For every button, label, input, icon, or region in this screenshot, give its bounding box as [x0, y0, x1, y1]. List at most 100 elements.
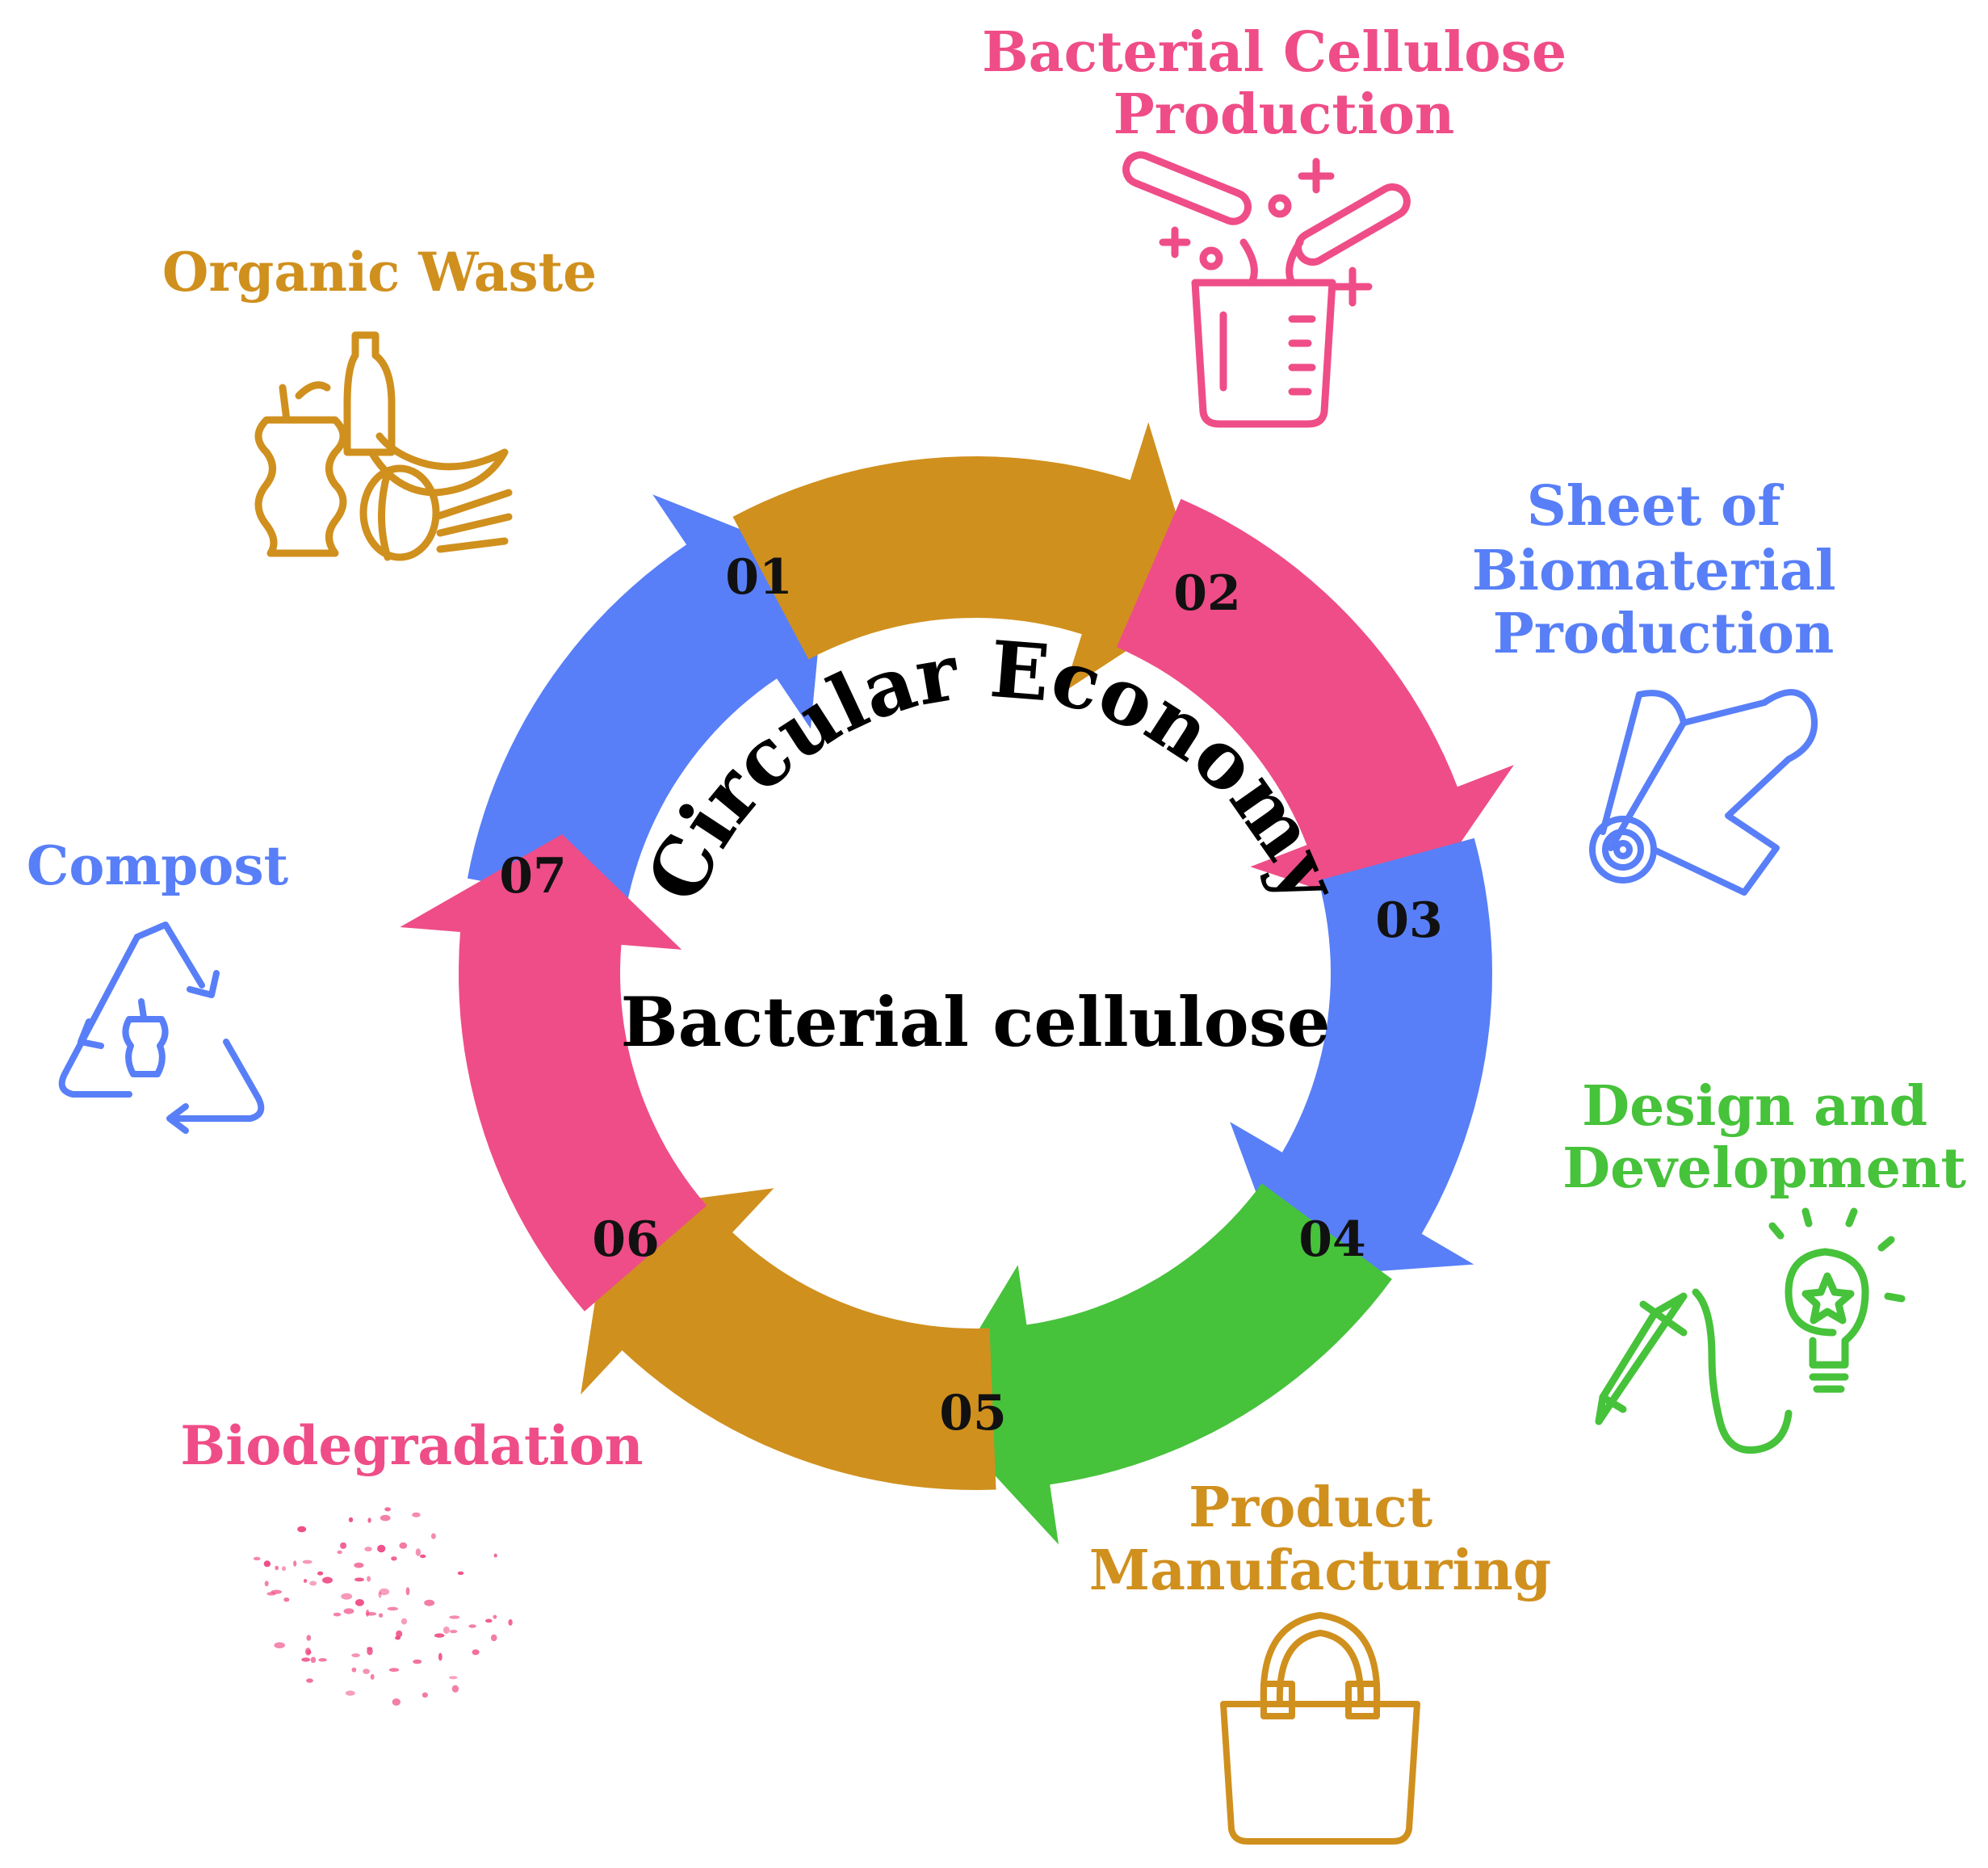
stage-number-05: 05 [939, 1385, 1007, 1442]
particle [405, 1587, 410, 1596]
particle [442, 1626, 450, 1634]
particle [281, 1566, 287, 1572]
particle [266, 1592, 276, 1596]
cycle-arrow-03 [1230, 837, 1492, 1278]
particle [419, 1554, 426, 1559]
particle [306, 1678, 313, 1683]
label-biodegradation: Biodegradation [180, 1414, 643, 1477]
particle [449, 1615, 460, 1619]
organic-waste-icon [254, 331, 513, 561]
particle [364, 1547, 372, 1552]
cycle-arrow-05 [581, 1188, 996, 1490]
particle [367, 1576, 371, 1582]
particle [318, 1658, 327, 1662]
particle [337, 1550, 342, 1555]
particle [451, 1685, 459, 1693]
cycle-arrow-04 [932, 1183, 1392, 1545]
particle [309, 1580, 317, 1586]
particle [378, 1591, 382, 1598]
stage-number-04: 04 [1298, 1211, 1366, 1268]
label-product-manufacturing: Product Manufacturing [1089, 1476, 1551, 1603]
center-subtitle: Bacterial cellulose [621, 982, 1331, 1062]
particle [399, 1542, 408, 1549]
particle [275, 1565, 279, 1571]
label-design-and-development: Design and Development [1562, 1074, 1966, 1201]
particle [422, 1692, 429, 1698]
particle [396, 1630, 403, 1638]
pencil-lightbulb-icon [1595, 1207, 1906, 1455]
particle [370, 1673, 375, 1680]
particle [343, 1608, 354, 1614]
particle [508, 1618, 513, 1626]
stage-number-02: 02 [1173, 565, 1241, 622]
particle [367, 1517, 371, 1523]
particle [310, 1656, 317, 1664]
particle [345, 1690, 355, 1696]
particle [354, 1562, 364, 1568]
particle [449, 1630, 458, 1634]
stage-number-06: 06 [592, 1211, 660, 1268]
particle [363, 1669, 370, 1674]
particle [388, 1668, 400, 1673]
particle [302, 1559, 312, 1564]
particle [415, 1548, 422, 1556]
particle [387, 1606, 399, 1611]
lab-beaker-icon [1122, 151, 1411, 428]
particle [317, 1571, 324, 1576]
particle [457, 1571, 464, 1576]
particle [305, 1648, 311, 1656]
particle [493, 1614, 497, 1619]
particle [377, 1544, 386, 1553]
particle [306, 1635, 312, 1641]
particle [297, 1526, 307, 1533]
particle [264, 1580, 269, 1587]
paper-roll-icon [1589, 689, 1818, 896]
particle [380, 1514, 391, 1522]
recycle-icon [58, 921, 265, 1134]
stage-number-07: 07 [499, 848, 567, 905]
particle [351, 1667, 357, 1673]
label-organic-waste: Organic Waste [162, 241, 597, 304]
stage-number-01: 01 [725, 549, 793, 606]
particle [438, 1652, 442, 1661]
particle [430, 1533, 436, 1539]
particle [333, 1612, 342, 1617]
particle [391, 1556, 397, 1561]
particle [413, 1659, 422, 1664]
particle [384, 1507, 391, 1512]
particle [434, 1633, 445, 1638]
cycle-arrow-06 [400, 834, 707, 1312]
particle [485, 1618, 493, 1623]
particle [490, 1634, 497, 1642]
particle [354, 1577, 364, 1582]
particle [274, 1642, 286, 1648]
particles-icon [253, 1507, 513, 1706]
particle [263, 1560, 271, 1568]
label-sheet-of-biomaterial-production: Sheet of Biomaterial Production [1472, 474, 1856, 666]
label-bacterial-cellulose-production: Bacterial Cellulose Production [982, 20, 1586, 147]
particle [253, 1556, 261, 1561]
label-compost: Compost [27, 834, 289, 897]
particle [392, 1698, 401, 1706]
handbag-icon [1220, 1612, 1420, 1845]
cycle-ring [400, 422, 1514, 1545]
particle [472, 1649, 480, 1656]
particle [340, 1542, 347, 1549]
stage-number-03: 03 [1375, 892, 1443, 949]
particle [303, 1579, 308, 1583]
particle [424, 1599, 435, 1606]
cycle-arrow-07 [467, 494, 827, 909]
particle [468, 1624, 476, 1628]
particle [401, 1618, 408, 1625]
cycle-arrow-02 [1116, 498, 1514, 919]
particle [367, 1647, 373, 1651]
particle [379, 1588, 390, 1596]
particle [493, 1553, 497, 1558]
particle [341, 1593, 353, 1600]
particle [348, 1517, 354, 1522]
particle [355, 1599, 364, 1606]
particle [301, 1657, 311, 1662]
particle [293, 1560, 297, 1567]
particle [449, 1676, 458, 1680]
